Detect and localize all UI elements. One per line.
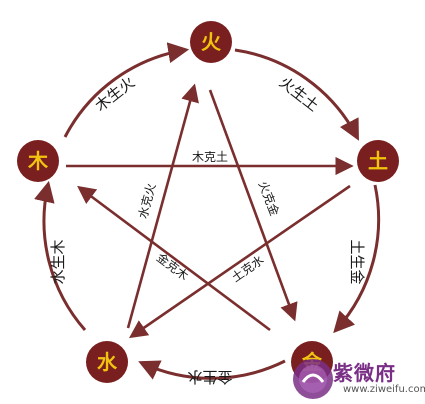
overcoming-cycle xyxy=(66,83,354,339)
arc-water-to-wood xyxy=(34,180,87,331)
arc-wood-to-fire xyxy=(63,42,190,138)
generating-cycle xyxy=(34,42,381,380)
node-earth: 土 xyxy=(357,140,399,182)
watermark: 紫微府 www.ziweifu.com xyxy=(288,354,425,404)
node-wood-label: 木 xyxy=(27,149,49,173)
arc-fire-to-earth xyxy=(234,48,359,141)
node-fire-label: 火 xyxy=(201,30,222,54)
node-water: 水 xyxy=(86,341,128,383)
line-water-to-fire xyxy=(126,83,199,329)
label-earth-generates-metal: 土生金 xyxy=(348,239,366,284)
node-fire: 火 xyxy=(190,21,232,63)
label-fire-overcomes-metal: 火克金 xyxy=(256,179,283,218)
node-earth-label: 土 xyxy=(368,149,388,173)
label-metal-generates-water: 金生水 xyxy=(187,368,232,386)
node-wood: 木 xyxy=(17,140,59,182)
watermark-url: www.ziweifu.com xyxy=(343,384,425,395)
label-fire-generates-earth: 火生土 xyxy=(276,73,323,115)
line-metal-to-wood xyxy=(77,185,271,332)
line-fire-to-metal xyxy=(208,89,298,322)
watermark-logo-icon xyxy=(293,359,333,399)
line-earth-to-water xyxy=(129,184,351,339)
arc-earth-to-metal xyxy=(333,184,381,334)
watermark-brand: 紫微府 xyxy=(333,361,396,385)
label-water-generates-wood: 水生木 xyxy=(49,239,67,284)
arc-metal-to-water xyxy=(138,359,286,380)
label-water-overcomes-fire: 水克火 xyxy=(136,182,159,220)
label-wood-overcomes-earth: 木克土 xyxy=(192,150,228,164)
node-water-label: 水 xyxy=(97,350,118,374)
